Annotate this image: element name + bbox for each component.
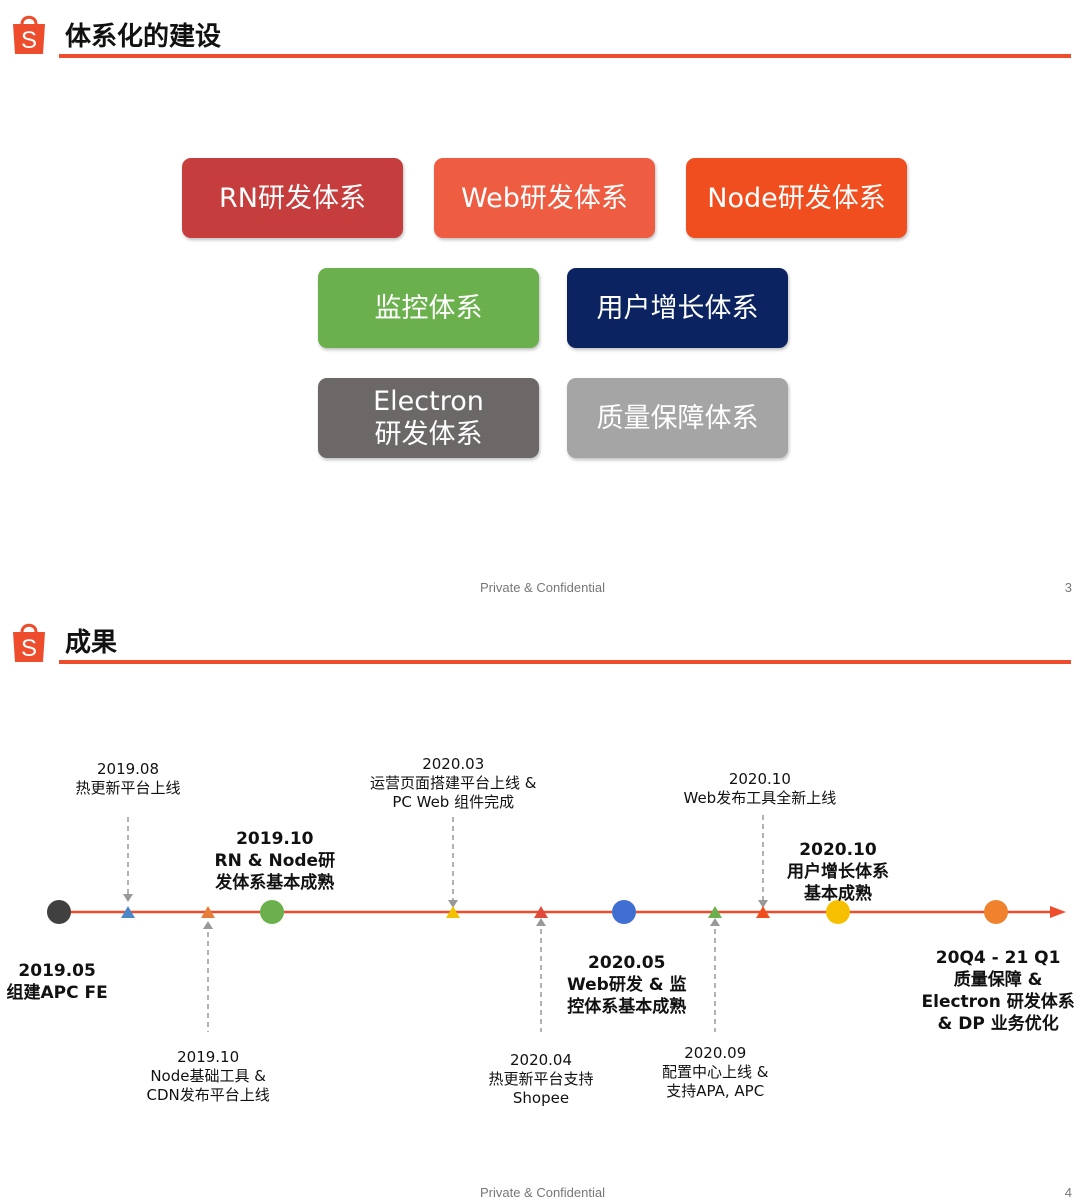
milestone-circle-marker	[47, 900, 71, 924]
shopee-bag-logo-icon: S	[13, 15, 45, 54]
connector-arrow-icon	[123, 894, 133, 902]
timeline-arrow-icon	[1050, 906, 1066, 918]
milestone-circle-marker	[612, 900, 636, 924]
event-text: 热更新平台支持	[488, 1070, 594, 1088]
box-growth: 用户增长体系	[567, 268, 788, 348]
logo-letter: S	[21, 27, 37, 54]
event-date: 2019.10	[177, 1048, 240, 1066]
page-number: 3	[1064, 580, 1072, 595]
page-number: 4	[1064, 1185, 1072, 1200]
event-triangle-marker	[121, 906, 135, 918]
event-triangle-marker	[756, 906, 770, 918]
event-text: Shopee	[512, 1089, 570, 1107]
event-text: 支持APA, APC	[666, 1082, 765, 1100]
box-web: Web研发体系	[434, 158, 655, 238]
event-triangle-marker	[201, 906, 215, 918]
connector-arrow-icon	[710, 918, 720, 926]
event-text: 运营页面搭建平台上线 &	[370, 774, 537, 792]
title-underline	[59, 54, 1071, 58]
event-text: Web发布工具全新上线	[683, 789, 837, 807]
event-text: PC Web 组件完成	[392, 793, 515, 811]
slide-3: S 体系化的建设 RN研发体系 Web研发体系 Node研发体系 监控体系 用户…	[13, 15, 1072, 595]
milestone-circle-marker	[260, 900, 284, 924]
event-text: 组建APC FE	[6, 983, 108, 1003]
shopee-bag-logo-icon: S	[13, 623, 45, 662]
box-electron: Electron 研发体系	[318, 378, 539, 458]
event-text: RN & Node研	[214, 851, 336, 871]
event-date: 2020.10	[799, 840, 877, 860]
event-triangle-marker	[534, 906, 548, 918]
connector-arrow-icon	[536, 918, 546, 926]
event-date: 2020.10	[728, 770, 791, 788]
event-date: 2020.03	[422, 755, 485, 773]
event-text: 热更新平台上线	[75, 779, 181, 797]
event-date: 2020.04	[509, 1051, 573, 1069]
event-date: 20Q4 - 21 Q1	[935, 948, 1061, 968]
connector-arrow-icon	[448, 900, 458, 908]
milestone-circle-marker	[984, 900, 1008, 924]
event-date: 2019.08	[96, 760, 160, 778]
title-underline	[59, 660, 1071, 664]
logo-letter: S	[21, 635, 37, 662]
event-date: 2019.10	[236, 829, 314, 849]
event-text: CDN发布平台上线	[146, 1086, 270, 1104]
box-node: Node研发体系	[686, 158, 907, 238]
footer-confidential: Private & Confidential	[479, 580, 605, 595]
event-date: 2020.09	[684, 1044, 747, 1062]
footer-confidential: Private & Confidential	[479, 1185, 605, 1200]
event-text: 质量保障 &	[953, 970, 1043, 990]
event-text: 配置中心上线 &	[662, 1063, 769, 1081]
connector-arrow-icon	[203, 921, 213, 929]
event-date: 2020.05	[588, 953, 666, 973]
event-text: 控体系基本成熟	[567, 997, 687, 1017]
event-triangle-marker	[446, 906, 460, 918]
event-triangle-marker	[708, 906, 722, 918]
event-date: 2019.05	[18, 961, 96, 981]
event-text: Node基础工具 &	[150, 1067, 266, 1085]
milestone-circle-marker	[826, 900, 850, 924]
event-text: 发体系基本成熟	[215, 873, 335, 893]
event-text: & DP 业务优化	[937, 1014, 1059, 1034]
slide-title: 成果	[65, 628, 118, 658]
event-text: Electron 研发体系	[921, 992, 1075, 1012]
event-text: 用户增长体系	[787, 862, 889, 882]
box-rn: RN研发体系	[182, 158, 403, 238]
slide-title: 体系化的建设	[65, 22, 222, 52]
event-text: 基本成熟	[804, 884, 872, 904]
connector-arrow-icon	[758, 900, 768, 908]
timeline	[47, 815, 1066, 1032]
event-text: Web研发 & 监	[567, 975, 687, 995]
box-quality: 质量保障体系	[567, 378, 788, 458]
box-monitor: 监控体系	[318, 268, 539, 348]
